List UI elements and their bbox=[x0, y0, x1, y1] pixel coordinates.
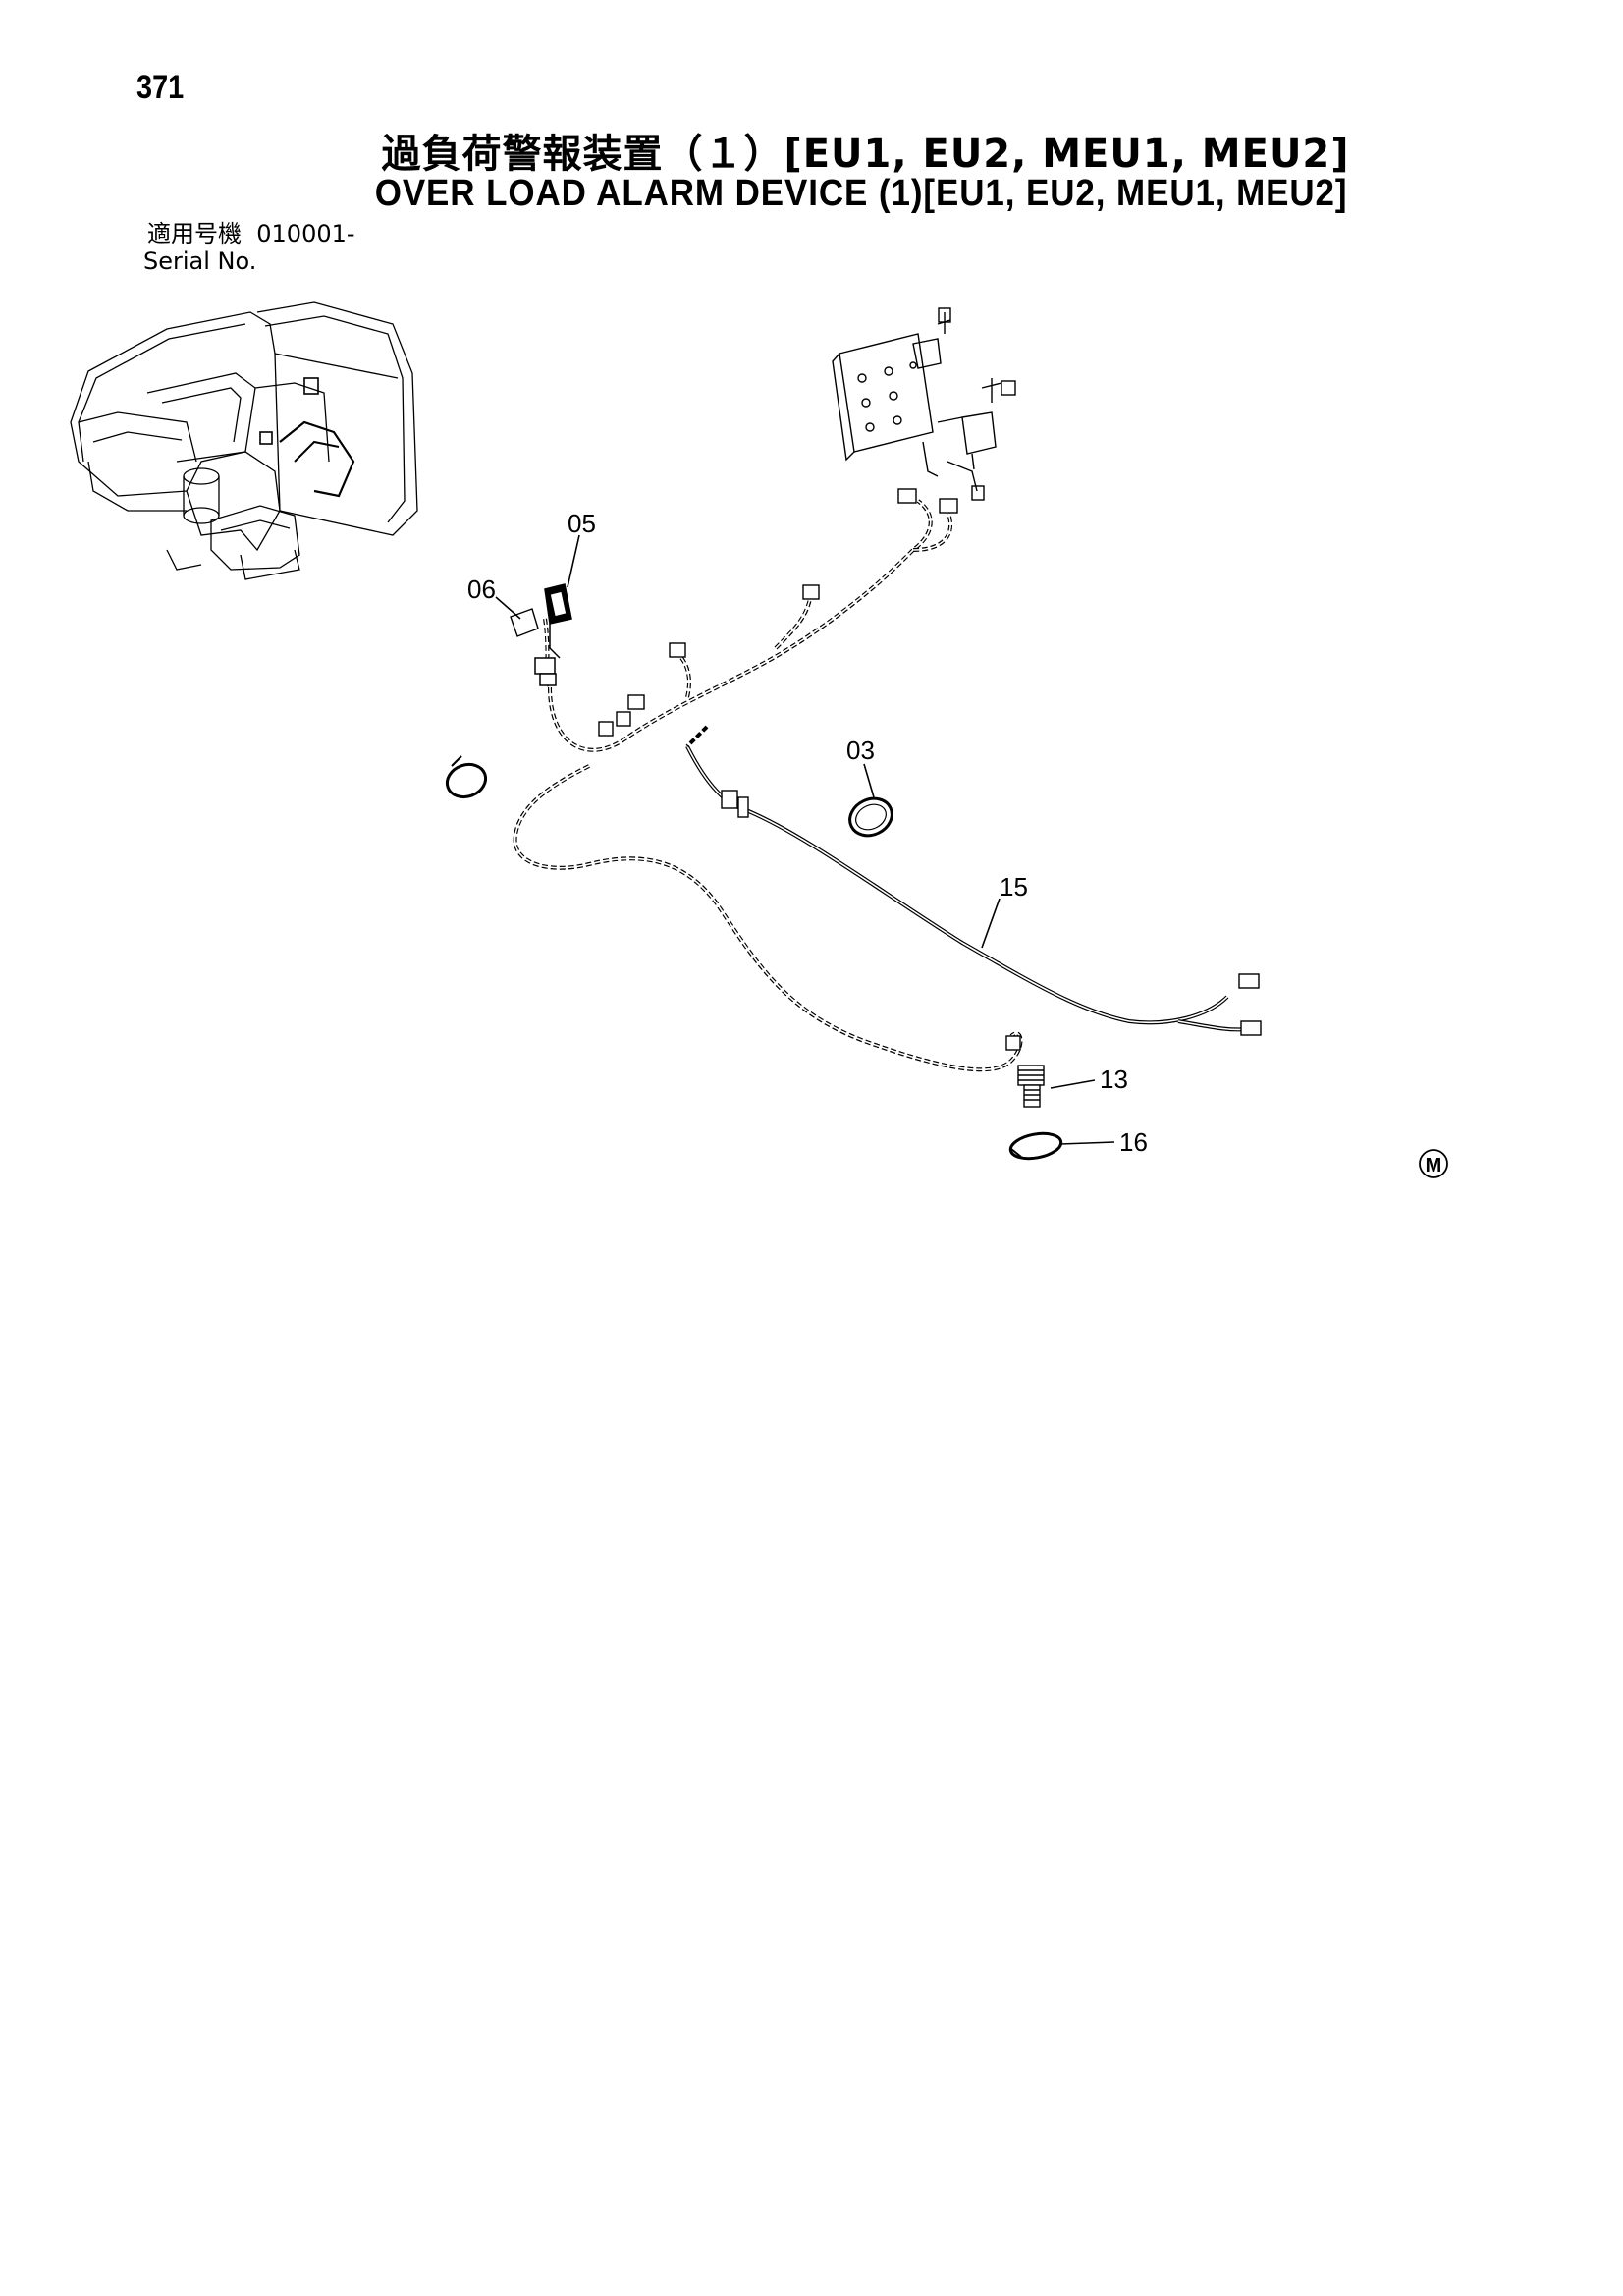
page-number: 371 bbox=[136, 69, 185, 106]
serial-row-jp: 適用号機 010001- bbox=[147, 220, 355, 247]
callout-03: 03 bbox=[846, 736, 875, 765]
loose-clamp bbox=[445, 755, 488, 799]
title-english: OVER LOAD ALARM DEVICE (1)[EU1, EU2, MEU… bbox=[374, 173, 1348, 214]
circled-m-mark: M bbox=[1419, 1149, 1448, 1178]
serial-range: 010001- bbox=[256, 220, 355, 247]
harness-connectors bbox=[598, 488, 1262, 1051]
bracket-switch-assembly bbox=[832, 307, 1016, 501]
serial-info: 適用号機 010001- Serial No. bbox=[143, 220, 355, 275]
serial-label-jp: 適用号機 bbox=[147, 220, 242, 247]
callout-16: 16 bbox=[1119, 1127, 1148, 1157]
part-16-clamp bbox=[1008, 1131, 1063, 1161]
callout-13: 13 bbox=[1100, 1065, 1128, 1094]
callout-15: 15 bbox=[1000, 872, 1028, 902]
serial-label-en: Serial No. bbox=[143, 247, 257, 275]
wire-harness bbox=[513, 499, 1248, 1072]
leader-lines bbox=[495, 534, 1115, 1145]
title-japanese: 過負荷警報装置（１）[EU1, EU2, MEU1, MEU2] bbox=[381, 132, 1350, 177]
part-13-sensor bbox=[1017, 1065, 1045, 1108]
callout-05: 05 bbox=[568, 509, 596, 538]
machine-overview-illustration bbox=[70, 301, 418, 580]
part-05-switch bbox=[534, 583, 572, 686]
callout-06: 06 bbox=[467, 574, 496, 604]
part-03-clamp bbox=[848, 796, 893, 838]
circled-m-letter: M bbox=[1426, 1155, 1442, 1176]
